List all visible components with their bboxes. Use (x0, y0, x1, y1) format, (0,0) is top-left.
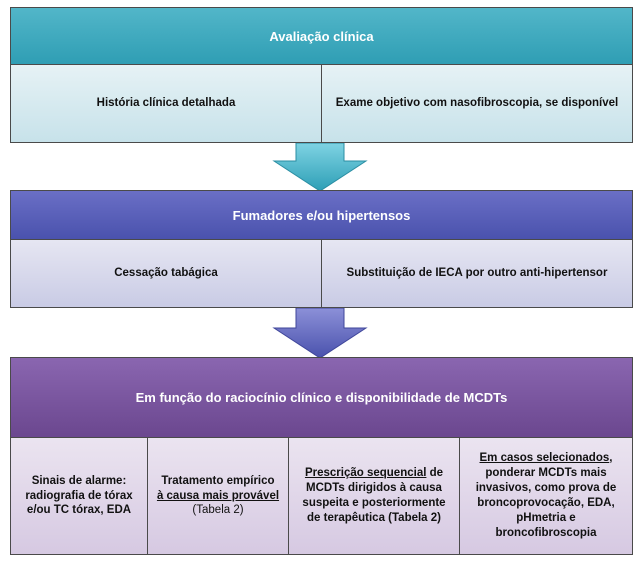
cell-physical-exam: Exame objetivo com nasofibroscopia, se d… (322, 65, 632, 142)
text: de terapêutica (Tabela 2) (307, 511, 441, 524)
text: broncofibroscopia (495, 526, 597, 539)
text: invasivos, como prova de (475, 482, 617, 495)
text: , (609, 452, 613, 465)
cell-alarm-signs: Sinais de alarme: radiografia de tórax e… (11, 438, 147, 554)
divider (459, 438, 460, 554)
text: suspeita e posteriormente (302, 497, 446, 509)
section-clinical-evaluation: Avaliação clínica História clínica detal… (10, 7, 633, 143)
text-underlined: à causa mais provável (156, 489, 280, 502)
cell-selected-cases: Em casos selecionados, ponderar MCDTs ma… (460, 438, 632, 554)
text-underlined: Em casos selecionados (479, 452, 610, 465)
text: broncoprovocação, EDA, (477, 497, 615, 509)
cell-smoking-cessation: Cessação tabágica (11, 240, 321, 307)
text: e/ou TC tórax, EDA (26, 504, 132, 517)
text: Sinais de alarme: (31, 474, 127, 487)
text: radiografia de tórax (25, 489, 133, 502)
text: ponderar MCDTs mais (485, 467, 607, 480)
text: pHmetria e (516, 511, 576, 524)
cell-clinical-history: História clínica detalhada (11, 65, 321, 142)
divider (321, 240, 322, 307)
divider (147, 438, 148, 554)
section-clinical-reasoning: Em função do raciocínio clínico e dispon… (10, 357, 633, 555)
cell-sequential-prescription: Prescrição sequencial de MCDTs dirigidos… (289, 438, 459, 554)
cell-ieca-substitution: Substituição de IECA por outro anti-hipe… (322, 240, 632, 307)
text: MCDTs dirigidos à causa (306, 482, 442, 495)
cell-empirical-treatment: Tratamento empírico à causa mais prováve… (148, 438, 288, 554)
text: Tratamento empírico (161, 474, 275, 487)
section-smokers-hypertensive: Fumadores e/ou hipertensos Cessação tabá… (10, 190, 633, 308)
divider (288, 438, 289, 554)
text-underlined: Prescrição sequencial (304, 467, 427, 480)
down-arrow-2 (272, 308, 368, 359)
section-2-title: Fumadores e/ou hipertensos (11, 191, 632, 240)
text: de (426, 467, 444, 480)
down-arrow-1 (272, 143, 368, 192)
section-1-title: Avaliação clínica (11, 8, 632, 65)
text: (Tabela 2) (192, 504, 244, 517)
section-3-title: Em função do raciocínio clínico e dispon… (11, 358, 632, 438)
divider (321, 65, 322, 142)
